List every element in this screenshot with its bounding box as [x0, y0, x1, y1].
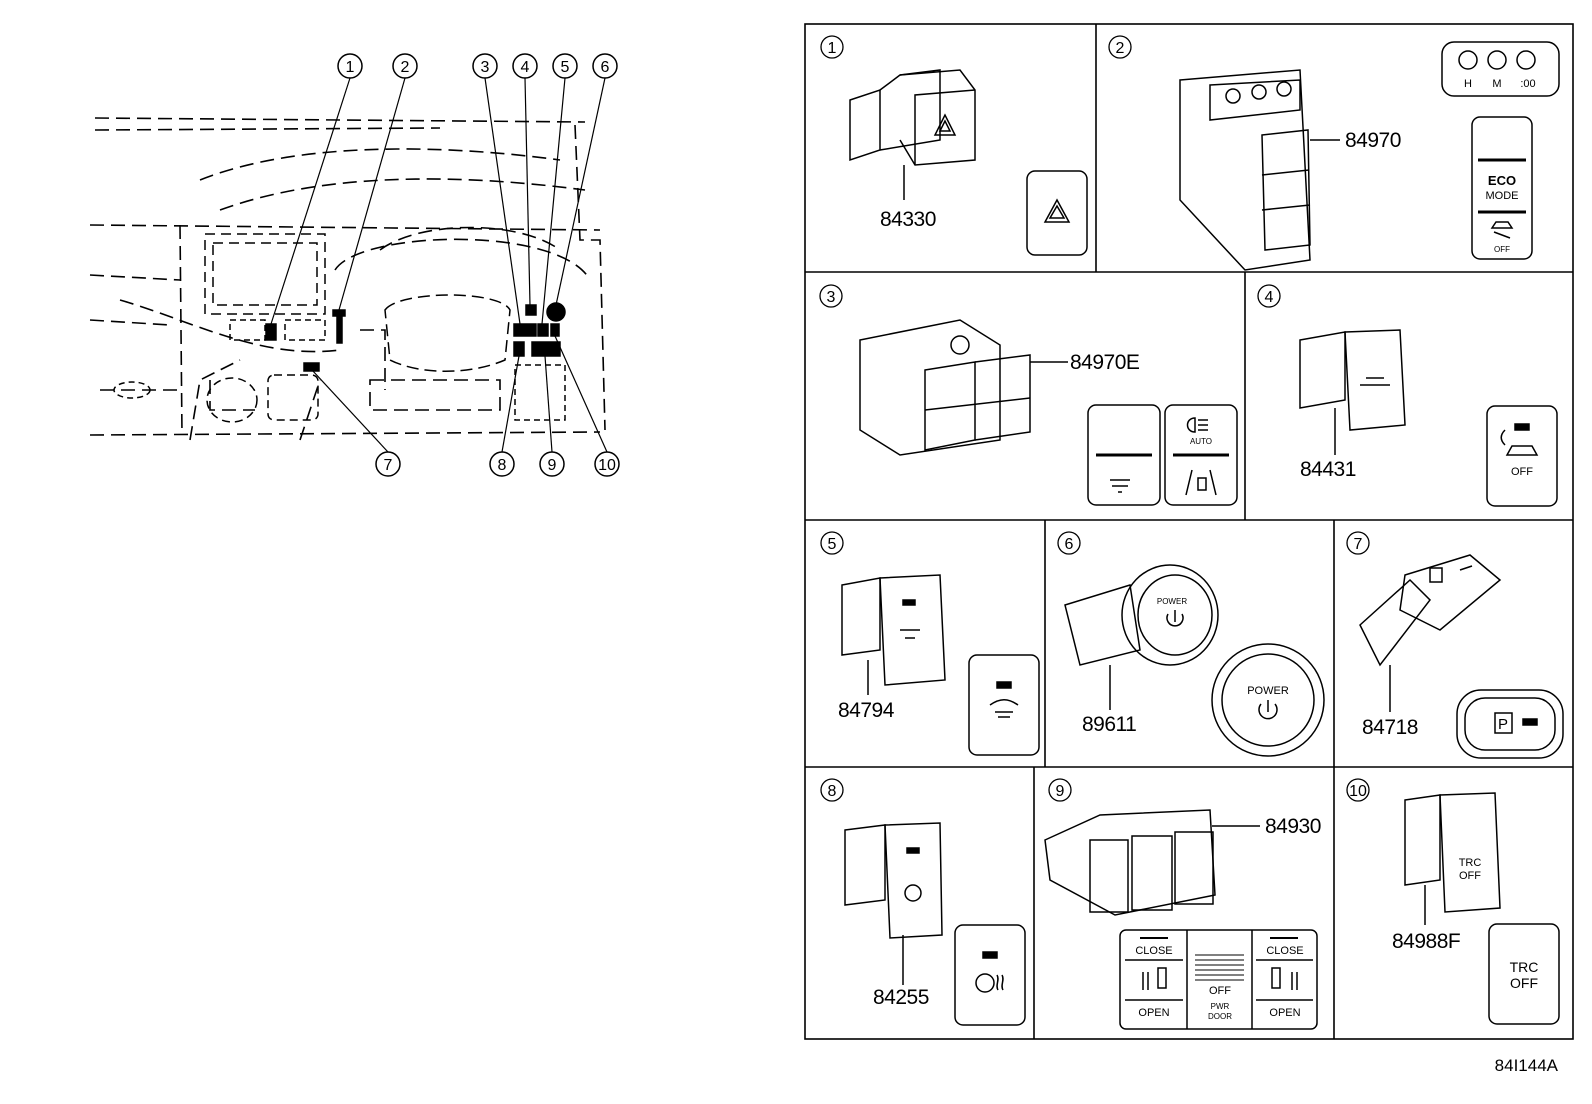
cell-4-part-number: 84431: [1300, 458, 1356, 481]
callout-1: 1: [346, 59, 355, 76]
cell-9-door-switch: 84930 CLOSE OPEN OFF PWR DOOR CLOSE OPEN: [1044, 809, 1321, 1030]
right-close-label: CLOSE: [1266, 945, 1303, 957]
power-icon: [1258, 700, 1278, 720]
cell-4-number: 4: [1265, 289, 1274, 306]
cell-5-part-number: 84794: [838, 699, 895, 722]
vehicle-slip-icon: [1490, 221, 1514, 239]
callout-10: 10: [598, 457, 616, 474]
cell-1-part-number: 84330: [880, 208, 936, 231]
cell-6-power-switch: POWER 89611 POWER: [1064, 564, 1325, 757]
cell-3-light-switch: 84970E AUTO: [859, 319, 1238, 506]
power-label-large: POWER: [1247, 685, 1289, 697]
cell-10-trc-switch: TRC OFF 84988F TRC OFF: [1392, 792, 1560, 1025]
left-door-icon: [1142, 967, 1167, 990]
clock-00-label: :00: [1520, 78, 1535, 90]
cell-6-part-number: 89611: [1082, 713, 1136, 736]
cell-7-number: 7: [1354, 536, 1363, 553]
cell-6-number: 6: [1065, 536, 1074, 553]
cell-10-part-number: 84988F: [1392, 930, 1460, 953]
cell-2-number: 2: [1116, 40, 1125, 57]
lane-icon: [1185, 469, 1217, 496]
callout-7: 7: [384, 457, 393, 474]
parts-grid: [804, 23, 1574, 1040]
trc-label-large: TRC: [1510, 959, 1539, 975]
pwr-off-label: OFF: [1209, 985, 1231, 997]
left-open-label: OPEN: [1138, 1007, 1169, 1019]
reference-code: 84I144A: [1495, 1056, 1559, 1075]
ambient-light-icon: [1110, 479, 1130, 493]
cell-9-number: 9: [1056, 783, 1065, 800]
hazard-triangle-icon: [1043, 198, 1071, 223]
cell-markers: 1 2 3 4 5 6 7 8 9 10: [819, 35, 1370, 802]
cell-5-number: 5: [828, 536, 837, 553]
eco-off-label: OFF: [1494, 245, 1510, 254]
clock-h-label: H: [1464, 78, 1472, 90]
callout-3: 3: [481, 59, 490, 76]
callout-5: 5: [561, 59, 570, 76]
cell-3-part-number: 84970E: [1070, 351, 1140, 374]
trc-label-small: TRC: [1459, 857, 1482, 869]
trc-off-label-small: OFF: [1459, 870, 1481, 882]
clock-m-label: M: [1492, 78, 1501, 90]
cell-9-part-number: 84930: [1265, 815, 1321, 838]
cell-10-number: 10: [1349, 783, 1367, 800]
cell-7-part-number: 84718: [1362, 716, 1418, 739]
cell-5-deicer-switch: 84794: [838, 574, 1040, 756]
headlight-icon: [1186, 417, 1208, 433]
car-alarm-icon: [1500, 429, 1539, 456]
right-open-label: OPEN: [1269, 1007, 1300, 1019]
cell-8-part-number: 84255: [873, 986, 929, 1009]
cell-1-number: 1: [828, 40, 837, 57]
pwr-label: PWR: [1211, 1002, 1230, 1011]
right-door-icon: [1271, 967, 1298, 990]
cell-8-number: 8: [828, 783, 837, 800]
callout-4: 4: [521, 59, 530, 76]
door-label: DOOR: [1208, 1012, 1232, 1021]
callout-9: 9: [548, 457, 557, 474]
left-close-label: CLOSE: [1135, 945, 1172, 957]
p-label: P: [1498, 716, 1508, 733]
cell-4-intrusion-switch: 84431 OFF: [1299, 329, 1558, 507]
trc-off-label-large: OFF: [1510, 975, 1538, 991]
auto-label: AUTO: [1190, 437, 1212, 446]
cell-3-number: 3: [827, 289, 836, 306]
steering-heater-icon: [975, 973, 995, 993]
cell-2-clock-eco-switch: 84970 H M :00 ECO MODE OFF: [1179, 41, 1560, 271]
windshield-defrost-icon: [989, 699, 1019, 718]
callout-8: 8: [498, 457, 507, 474]
eco-label: ECO: [1488, 173, 1516, 188]
cell-2-part-number: 84970: [1345, 129, 1401, 152]
callout-2: 2: [401, 59, 410, 76]
mode-label: MODE: [1486, 190, 1519, 202]
intrusion-off-label: OFF: [1511, 466, 1533, 478]
cell-7-parking-switch: 84718 P: [1359, 554, 1564, 759]
cell-1-hazard-switch: 84330: [849, 69, 1088, 256]
callout-6: 6: [601, 59, 610, 76]
power-label-small: POWER: [1157, 597, 1187, 606]
dashboard-overview: 1 2 3 4 5 6 7 8 9 10: [89, 53, 620, 477]
cell-8-heater-switch: 84255: [844, 822, 1026, 1026]
